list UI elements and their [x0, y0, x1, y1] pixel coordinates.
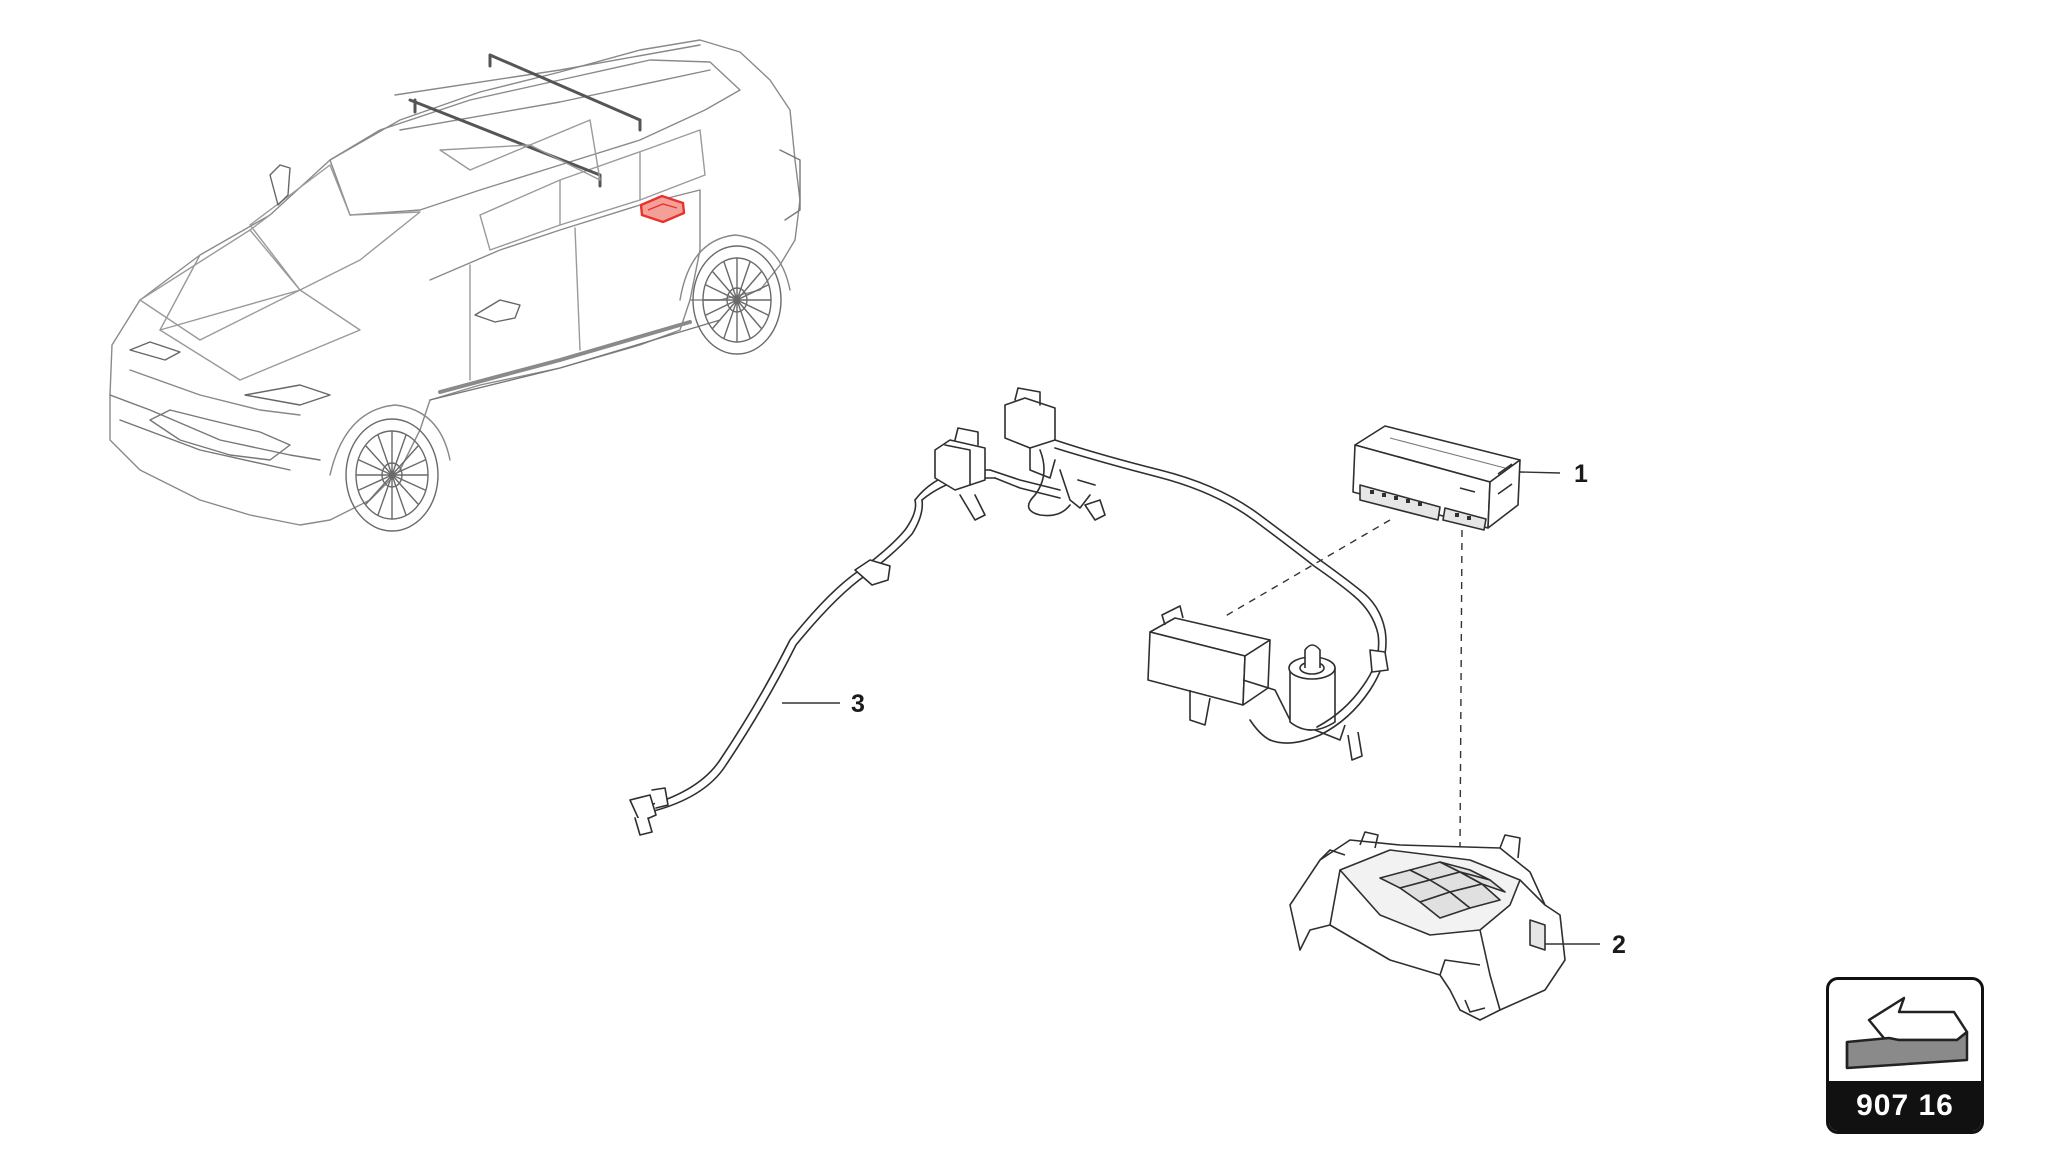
page-reference-box[interactable]: 907 16 — [1826, 977, 1984, 1134]
page-reference-number: 907 16 — [1829, 1081, 1981, 1131]
leader-line-1 — [1519, 471, 1561, 474]
component-location-highlight — [639, 194, 686, 224]
wiring-harness-part — [629, 387, 1389, 836]
back-arrow-icon — [1829, 980, 1981, 1084]
control-unit-part — [1352, 425, 1521, 531]
callout-label-2: 2 — [1612, 931, 1626, 959]
vehicle-overview — [109, 39, 801, 532]
assembly-lines — [1221, 519, 1463, 849]
mounting-bracket-part — [1289, 831, 1566, 1021]
callout-label-1: 1 — [1574, 460, 1588, 488]
callout-label-3: 3 — [851, 690, 865, 718]
module-assembly — [1147, 605, 1363, 761]
